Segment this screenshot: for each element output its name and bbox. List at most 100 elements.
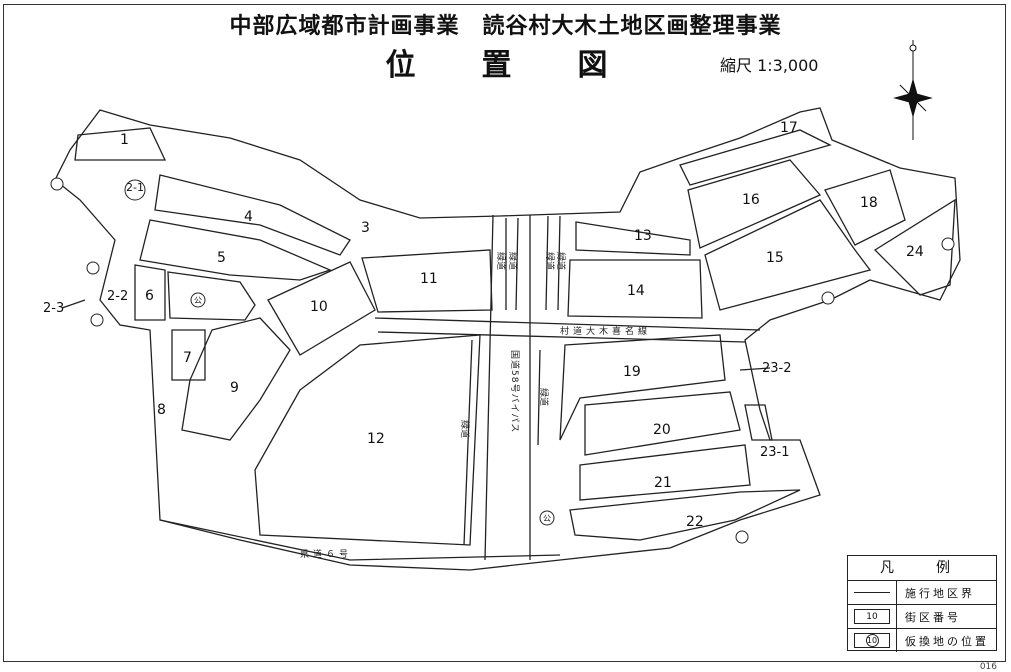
village-road-line-b	[377, 331, 746, 343]
block-label-21: 21	[654, 475, 672, 491]
block-label-16: 16	[742, 192, 760, 208]
block-label-1: 1	[120, 132, 129, 148]
block-label-9: 9	[230, 380, 239, 396]
green-marker-icon	[50, 177, 64, 191]
boundary-23-2	[739, 367, 771, 371]
block-6-outline	[134, 264, 166, 321]
block-10-outline	[267, 261, 376, 356]
legend-item-boundary: 施行地区界	[848, 581, 996, 605]
block-label-13: 13	[634, 228, 652, 244]
block-2-1-circle	[124, 179, 146, 201]
block-17-outline	[679, 129, 832, 186]
block-label-14: 14	[627, 283, 645, 299]
block-label-2-2: 2-2	[107, 289, 128, 304]
boundary-2-3	[61, 299, 86, 309]
block-label-3: 3	[361, 220, 370, 236]
provisional-location-icon: 10	[848, 629, 897, 652]
block-13-outline	[575, 221, 691, 256]
park-symbol-label: 公	[194, 296, 202, 305]
block-label-20: 20	[653, 422, 671, 438]
block-19-outline	[559, 334, 726, 441]
block-label-6: 6	[145, 288, 154, 304]
legend-item-block-number: 10 街区番号	[848, 605, 996, 629]
national-road-label: 国道58号バイパス	[509, 350, 521, 433]
block-label-4: 4	[244, 209, 253, 225]
block-14-outline	[567, 259, 703, 319]
block-label-22: 22	[686, 514, 704, 530]
legend-label-block-number: 街区番号	[905, 610, 961, 624]
block-label-17: 17	[780, 120, 798, 136]
block-12-outline	[254, 334, 481, 546]
boundary-line-icon	[848, 581, 897, 604]
block-21-outline	[579, 444, 751, 501]
legend-label-boundary: 施行地区界	[905, 586, 975, 600]
prefectural-road-label: 県道６号	[300, 548, 352, 560]
block-23-1-outline	[744, 404, 773, 441]
green-path-label-6: 緑道	[538, 388, 550, 406]
block-label-10: 10	[310, 299, 328, 315]
page-code: 016	[979, 662, 997, 672]
scale-label: 縮尺 1:3,000	[720, 56, 819, 75]
block-5-outline	[139, 219, 332, 281]
block-15-outline	[704, 199, 872, 311]
green-path-label-1: 緑道	[495, 252, 507, 270]
green-marker-icon-e	[941, 237, 955, 251]
block-label-12: 12	[367, 431, 385, 447]
block-7-outline	[171, 329, 206, 381]
block-label-19: 19	[623, 364, 641, 380]
green-path-label-4: 緑道	[555, 252, 567, 270]
block-label-2-3: 2-3	[43, 301, 64, 316]
block-label-11: 11	[420, 271, 438, 287]
block-11-outline	[361, 249, 493, 313]
green-path-5	[463, 339, 473, 546]
block-label-24: 24	[906, 244, 924, 260]
legend-label-provisional: 仮換地の位置	[905, 634, 989, 648]
park-icon	[190, 292, 206, 308]
legend: 凡 例 施行地区界 10 街区番号 10 仮換地の位置	[847, 555, 997, 652]
block-label-23-1: 23-1	[760, 445, 790, 460]
block-24-outline	[873, 198, 956, 296]
block-label-5: 5	[217, 250, 226, 266]
block-park-outline	[167, 271, 256, 321]
block-label-15: 15	[766, 250, 784, 266]
green-marker-icon-c	[90, 313, 104, 327]
green-path-label-2: 緑道	[507, 252, 519, 270]
green-path-4	[557, 215, 561, 311]
green-path-2	[515, 217, 519, 311]
green-marker-icon-f	[735, 530, 749, 544]
green-path-label-3: 緑道	[544, 252, 556, 270]
village-road-line	[374, 317, 761, 331]
block-label-7: 7	[183, 350, 192, 366]
compass-icon	[893, 40, 933, 140]
block-label-2-1: 2-1	[126, 181, 144, 194]
green-marker-icon-d	[821, 291, 835, 305]
block-1-outline	[74, 127, 167, 161]
park-symbol-label-b: 公	[543, 514, 551, 523]
prefectural-road-line	[159, 519, 561, 561]
national-road-line	[484, 214, 494, 561]
green-path-label-5: 緑道	[459, 420, 471, 438]
village-road-label: 村道大木喜名線	[560, 325, 651, 337]
green-path-6	[537, 349, 541, 446]
block-22-outline	[569, 489, 801, 541]
block-16-outline	[687, 159, 822, 249]
block-20-outline	[584, 391, 741, 456]
map-subtitle: 位 置 図	[385, 48, 626, 83]
block-number-sample: 10	[854, 609, 890, 624]
green-path-3	[545, 215, 549, 311]
map-frame	[3, 4, 1006, 662]
block-label-23-2: 23-2	[762, 361, 792, 376]
block-18-outline	[824, 169, 906, 246]
map-title: 中部広域都市計画事業 読谷村大木土地区画整理事業	[229, 14, 782, 39]
block-9-outline	[181, 317, 291, 441]
park-icon-b	[539, 510, 555, 526]
block-4-outline	[154, 174, 351, 256]
legend-item-provisional: 10 仮換地の位置	[848, 629, 996, 652]
legend-title: 凡 例	[848, 556, 996, 581]
project-boundary	[54, 107, 961, 571]
block-label-18: 18	[860, 195, 878, 211]
block-label-8: 8	[157, 402, 166, 418]
block-number-icon: 10	[848, 605, 897, 628]
provisional-sample: 10	[865, 634, 879, 647]
